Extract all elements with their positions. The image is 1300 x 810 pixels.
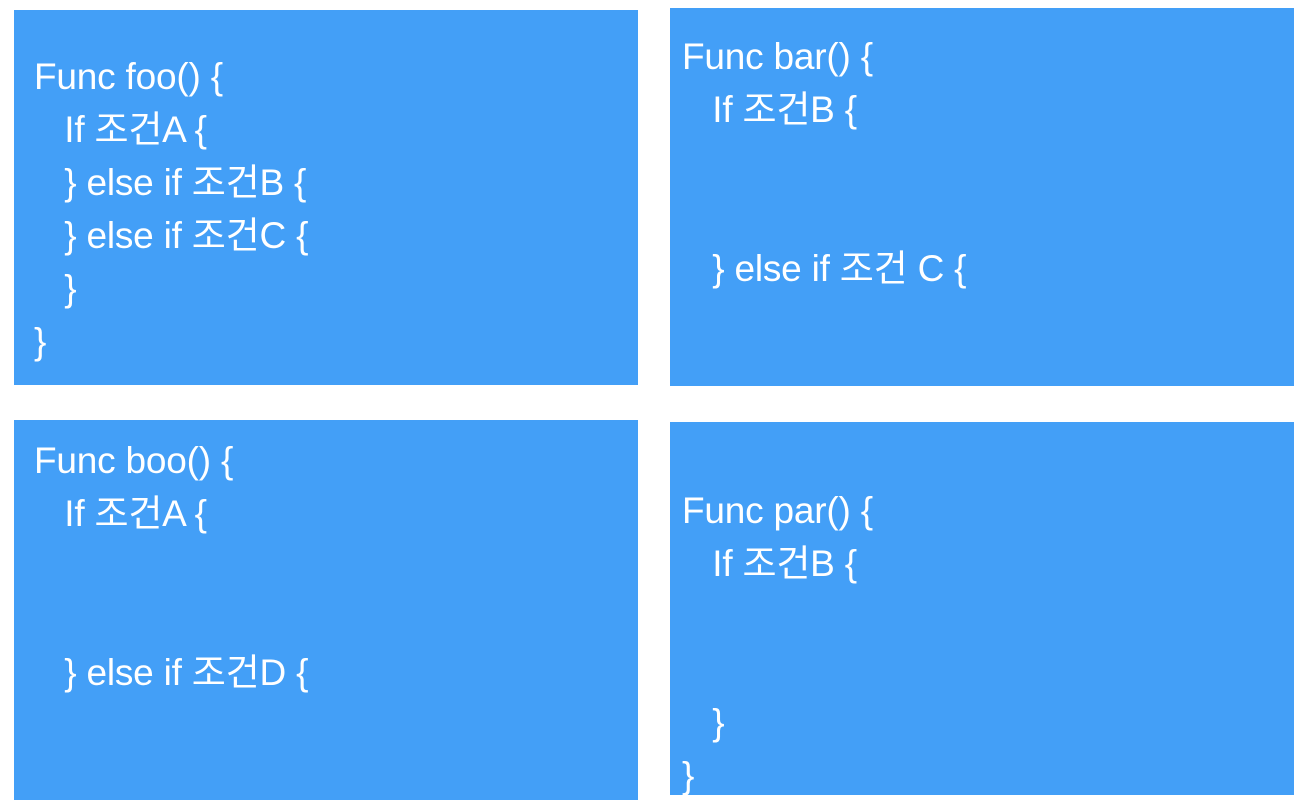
code-line: If 조건A { [34,493,207,534]
code-line: If 조건B { [682,543,857,584]
code-line: If 조건B { [682,89,857,130]
code-line: } else if 조건D { [34,652,309,693]
code-line [682,348,1294,386]
code-line [682,590,1294,643]
code-listing-func-boo: Func boo() { If 조건A { } else if 조건D { }} [14,434,638,800]
code-line: } else if 조건 C { [682,248,967,289]
code-line: } [34,268,77,309]
code-line [682,136,1294,189]
code-line [682,643,1294,696]
code-line [34,699,638,752]
code-listing-func-bar: Func bar() { If 조건B { } else if 조건 C { }… [670,30,1294,386]
code-line: } else if 조건B { [34,162,307,203]
code-line: Func foo() { [34,56,223,97]
code-line: } [34,321,47,362]
code-panel-func-boo: Func boo() { If 조건A { } else if 조건D { }} [14,420,638,800]
code-line: Func bar() { [682,36,873,77]
code-line: } [682,755,695,795]
code-line: Func par() { [682,490,873,531]
code-panel-func-bar: Func bar() { If 조건B { } else if 조건 C { }… [670,8,1294,386]
code-line [682,189,1294,242]
code-line [34,752,638,800]
code-line: } else if 조건C { [34,215,309,256]
code-line [682,295,1294,348]
code-panel-func-foo: Func foo() { If 조건A { } else if 조건B { } … [14,10,638,385]
code-listing-func-par: Func par() { If 조건B { }} [670,484,1294,795]
code-line [34,540,638,593]
code-line: If 조건A { [34,109,207,150]
code-panel-func-par: Func par() { If 조건B { }} [670,422,1294,795]
code-line: } [682,702,725,743]
code-listing-func-foo: Func foo() { If 조건A { } else if 조건B { } … [14,50,638,368]
code-line [34,593,638,646]
code-line: Func boo() { [34,440,234,481]
